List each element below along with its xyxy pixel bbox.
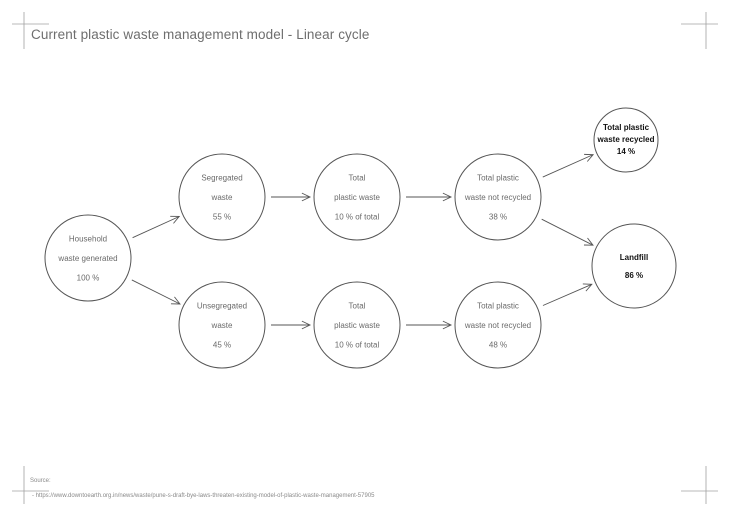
- node-label-line: Segregated: [201, 173, 242, 182]
- arrow-head-icon: [442, 192, 453, 202]
- node-segregated: Segregated waste 55 %: [178, 153, 266, 241]
- arrow-unsegregated-to-plastic-bottom: [271, 320, 312, 330]
- arrow-head-icon: [583, 237, 594, 246]
- node-household: Household waste generated 100 %: [44, 214, 132, 302]
- arrow-head-icon: [170, 296, 181, 305]
- page-title: Current plastic waste management model -…: [31, 27, 370, 42]
- node-label-line: 10 % of total: [335, 340, 380, 349]
- arrow-household-to-segregated: [132, 215, 181, 239]
- node-label-line: 45 %: [213, 340, 231, 349]
- node-circle: [454, 153, 542, 241]
- node-circle: [593, 107, 659, 173]
- node-circle: [178, 153, 266, 241]
- node-recycled: Total plastic waste recycled 14 %: [593, 107, 659, 173]
- arrow-plastic-bottom-to-not-recycled-bottom: [406, 320, 453, 330]
- arrow-plastic-top-to-not-recycled-top: [406, 192, 453, 202]
- node-not-recycled-bottom: Total plastic waste not recycled 48 %: [454, 281, 542, 369]
- source-label: Source:: [30, 478, 51, 484]
- arrow-head-icon: [584, 153, 595, 162]
- node-label-line: 38 %: [489, 212, 507, 221]
- node-circle: [454, 281, 542, 369]
- node-label-line: 55 %: [213, 212, 231, 221]
- node-label-line: Total plastic: [477, 173, 519, 182]
- arrow-not-recycled-top-to-recycled: [542, 153, 595, 178]
- node-label-line: 100 %: [77, 273, 100, 282]
- node-label-line: waste: [211, 321, 233, 330]
- node-plastic-bottom: Total plastic waste 10 % of total: [313, 281, 401, 369]
- arrow-head-icon: [170, 215, 181, 224]
- node-label-line: 86 %: [625, 271, 643, 280]
- arrow-shaft: [542, 154, 594, 178]
- arrow-head-icon: [582, 283, 593, 292]
- node-label-line: Landfill: [620, 253, 648, 262]
- arrow-head-icon: [442, 320, 453, 330]
- crop-marks: [12, 12, 718, 504]
- node-label-line: 10 % of total: [335, 212, 380, 221]
- arrow-not-recycled-bottom-to-landfill: [542, 283, 593, 306]
- node-landfill: Landfill 86 %: [591, 223, 677, 309]
- node-label-line: waste generated: [57, 254, 117, 263]
- node-label-line: Unsegregated: [197, 301, 247, 310]
- node-circle: [313, 153, 401, 241]
- source-url: - https://www.downtoearth.org.in/news/wa…: [32, 493, 375, 499]
- node-label-line: waste: [211, 193, 233, 202]
- node-label-line: waste recycled: [597, 135, 655, 144]
- arrow-household-to-unsegregated: [131, 279, 181, 305]
- node-label-line: 48 %: [489, 340, 507, 349]
- arrow-head-icon: [301, 192, 312, 202]
- node-label-line: Total: [349, 173, 366, 182]
- node-circle: [44, 214, 132, 302]
- node-label-line: 14 %: [617, 147, 635, 156]
- arrow-shaft: [132, 216, 180, 239]
- node-label-line: Total plastic: [603, 123, 650, 132]
- node-unsegregated: Unsegregated waste 45 %: [178, 281, 266, 369]
- node-label-line: waste not recycled: [464, 321, 531, 330]
- node-label-line: Household: [69, 234, 107, 243]
- node-plastic-top: Total plastic waste 10 % of total: [313, 153, 401, 241]
- edges-layer: [131, 153, 595, 330]
- node-circle: [591, 223, 677, 309]
- arrow-not-recycled-top-to-landfill: [541, 218, 594, 246]
- nodes-layer: Household waste generated 100 % Segregated w…: [44, 107, 677, 369]
- arrow-shaft: [541, 218, 594, 246]
- node-circle: [178, 281, 266, 369]
- node-label-line: waste not recycled: [464, 193, 531, 202]
- node-label-line: plastic waste: [334, 193, 380, 202]
- arrow-segregated-to-plastic-top: [271, 192, 312, 202]
- arrow-head-icon: [301, 320, 312, 330]
- node-not-recycled-top: Total plastic waste not recycled 38 %: [454, 153, 542, 241]
- node-label-line: Total plastic: [477, 301, 519, 310]
- arrow-shaft: [131, 279, 181, 305]
- node-circle: [313, 281, 401, 369]
- node-label-line: Total: [349, 301, 366, 310]
- arrow-shaft: [542, 283, 592, 306]
- node-label-line: plastic waste: [334, 321, 380, 330]
